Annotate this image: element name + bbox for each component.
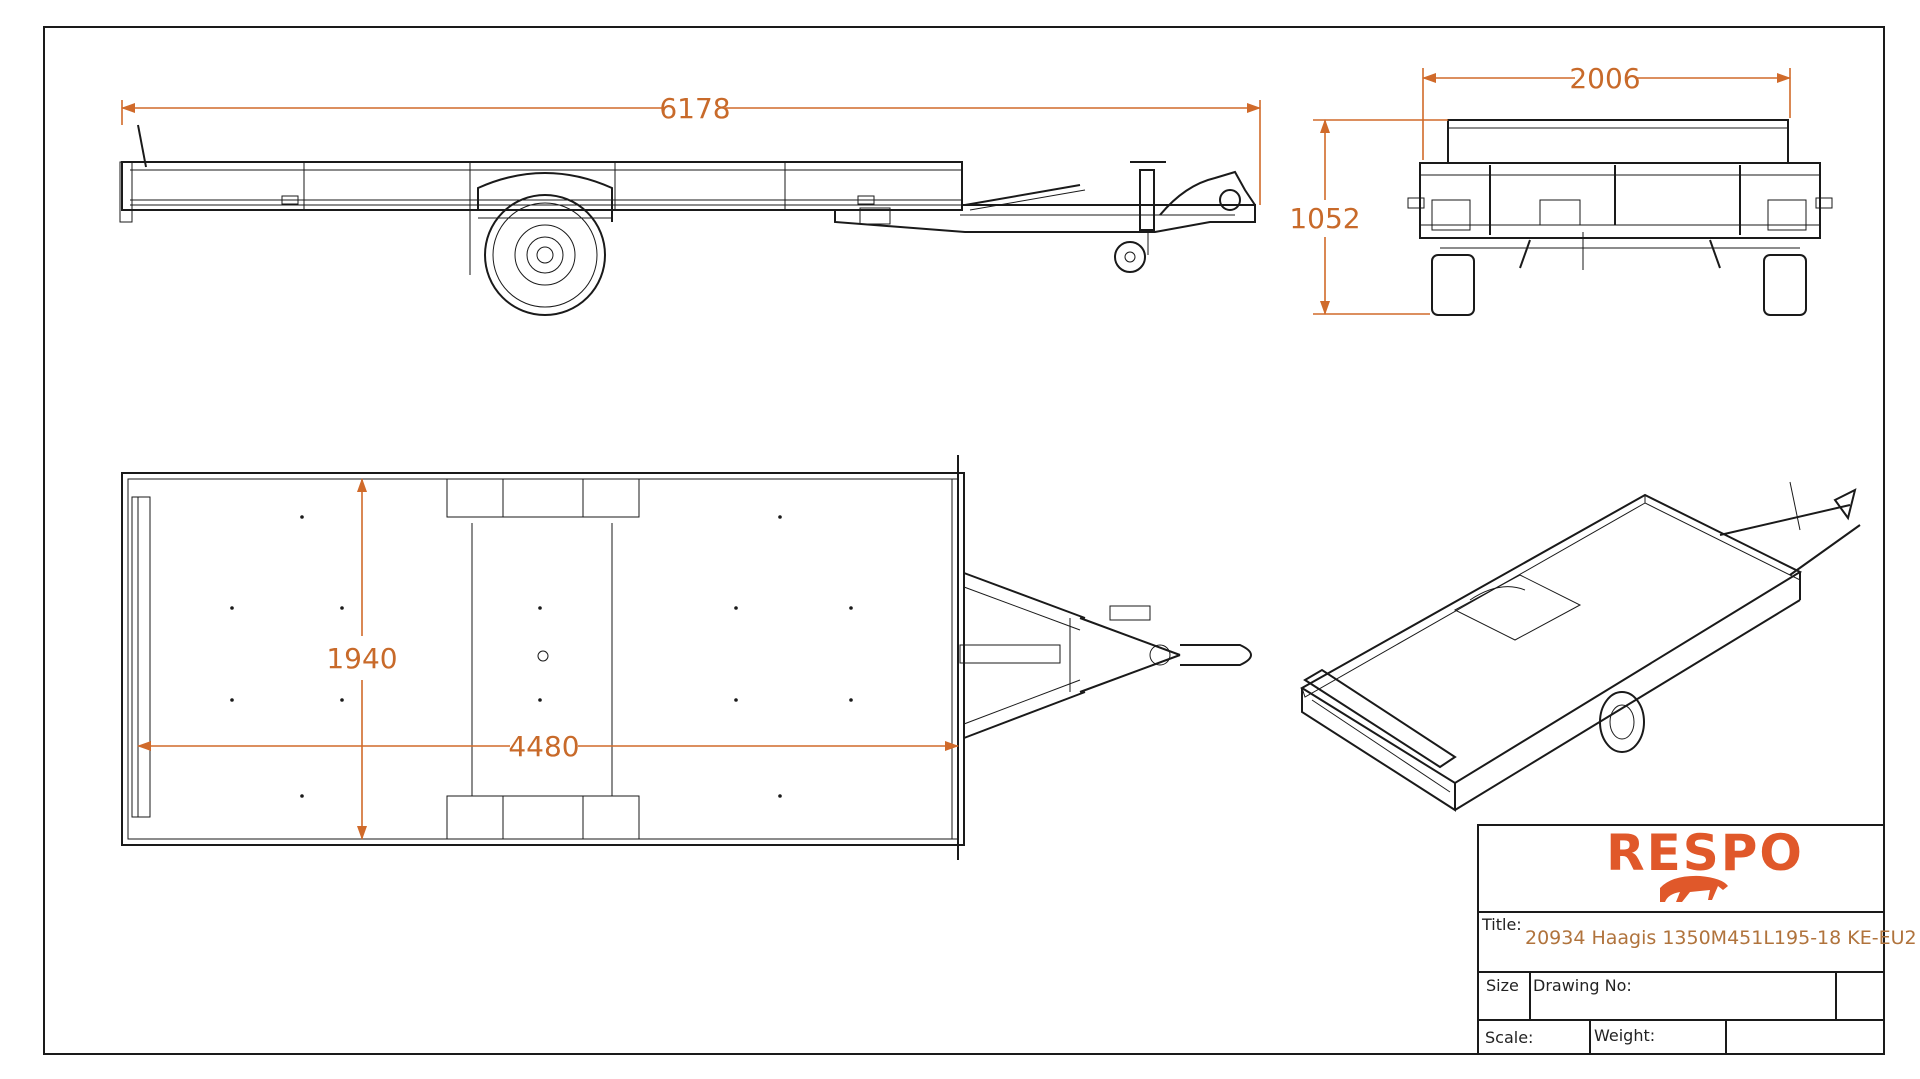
brand-logo: RESPO [1606, 824, 1804, 882]
dim-4480: 4480 [508, 730, 579, 763]
dim-1052: 1052 [1289, 202, 1360, 235]
size-label: Size [1486, 976, 1519, 995]
scale-label: Scale: [1485, 1028, 1533, 1047]
sheet-border [43, 26, 1885, 1055]
isometric-view [1300, 481, 1861, 812]
side-view [119, 124, 1256, 316]
dimension-overall-length: 6178 [121, 92, 1261, 205]
dim-6178: 6178 [659, 92, 730, 125]
drawing-no-label: Drawing No: [1533, 976, 1632, 995]
title-value: 20934 Haagis 1350M451L195-18 KE-EU2 [1525, 927, 1917, 949]
dim-2006: 2006 [1569, 62, 1640, 95]
dimension-deck-width: 1940 [326, 478, 398, 840]
top-view [121, 455, 1252, 860]
dimension-overall-width: 2006 [1422, 62, 1791, 160]
dimension-deck-length: 4480 [137, 730, 959, 763]
rear-view [1407, 119, 1833, 316]
weight-label: Weight: [1594, 1026, 1655, 1045]
title-block: RESPO Title: 20934 Haagis 1350M451L195-1… [1477, 824, 1917, 1055]
dimension-height: 1052 [1289, 119, 1448, 315]
dim-1940: 1940 [326, 642, 397, 675]
title-label: Title: [1481, 915, 1522, 934]
brand-bull-icon [1660, 875, 1728, 902]
